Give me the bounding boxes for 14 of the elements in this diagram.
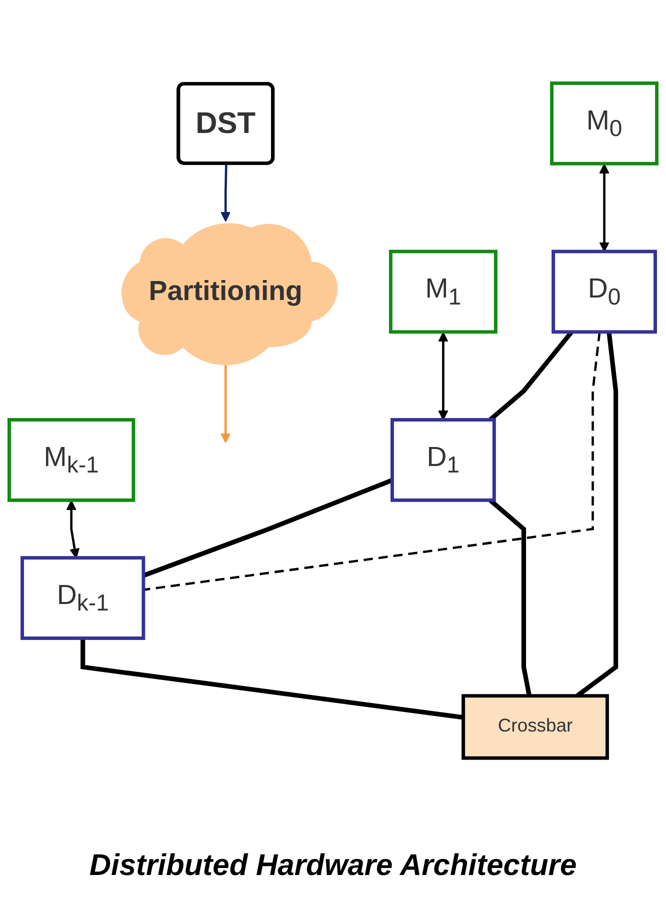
node-box: M$_{1}$: [388, 250, 498, 334]
node-box: D$_{0}$: [552, 250, 657, 334]
node-box: Crossbar: [462, 694, 609, 760]
connector: [80, 638, 464, 720]
node-box: M$_{k-1}$: [8, 418, 136, 502]
arrow: [599, 164, 610, 252]
connector: [143, 332, 601, 591]
arrow: [438, 332, 448, 420]
arrow: [66, 500, 80, 558]
node-box: D$_{1}$: [390, 418, 496, 502]
caption: Distributed Hardware Architecture: [89, 849, 577, 883]
arrow: [220, 164, 231, 222]
node-box: M$_{0}$: [550, 81, 658, 166]
node-box: D$_{k-1}$: [20, 556, 146, 640]
